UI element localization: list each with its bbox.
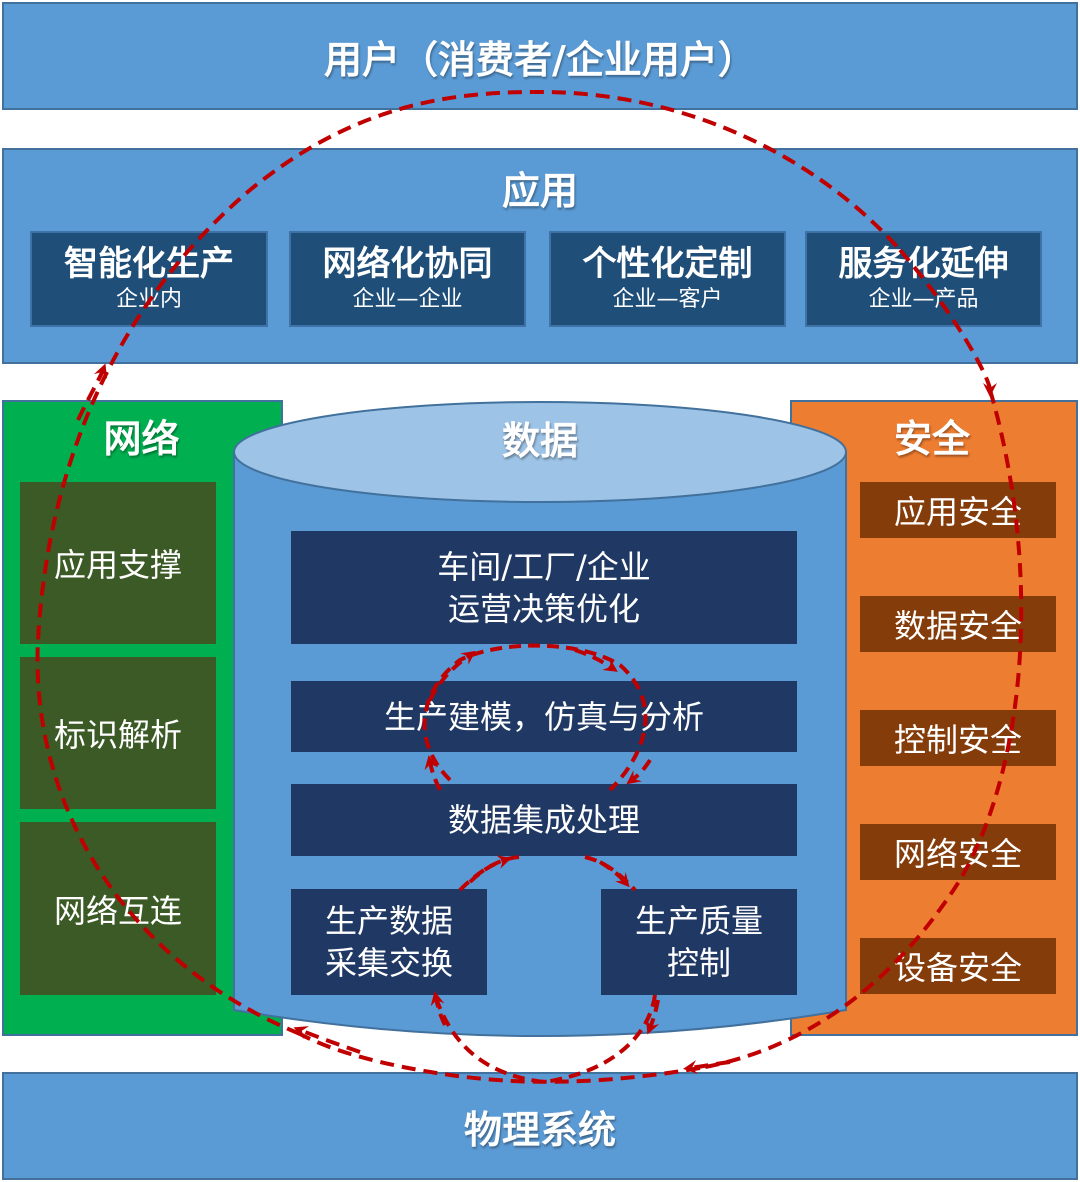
physical-layer: 物理系统	[2, 1072, 1078, 1180]
data-box-line: 数据集成处理	[447, 801, 640, 839]
security-item-device: 设备安全	[860, 938, 1056, 994]
app-box-title: 网络化协同	[322, 244, 493, 284]
security-item-application: 应用安全	[860, 482, 1056, 538]
user-layer-title: 用户（消费者/企业用户）	[324, 37, 756, 82]
network-layer-header: 网络	[4, 410, 279, 461]
user-layer: 用户（消费者/企业用户）	[2, 2, 1078, 110]
security-item-label: 应用安全	[893, 493, 1022, 531]
security-layer-title: 安全	[893, 416, 970, 461]
security-item-label: 控制安全	[893, 721, 1022, 759]
app-box-title: 个性化定制	[582, 244, 753, 284]
network-item-label: 应用支撑	[53, 546, 182, 584]
data-box-integration: 数据集成处理	[291, 784, 797, 856]
app-box-service-extension: 服务化延伸 企业—产品	[805, 231, 1042, 327]
data-box-line: 生产数据	[324, 902, 453, 940]
data-box-collection-exchange: 生产数据 采集交换	[291, 889, 487, 995]
data-box-operation-decision: 车间/工厂/企业 运营决策优化	[291, 531, 797, 644]
app-box-title: 智能化生产	[64, 244, 234, 284]
data-box-line: 运营决策优化	[447, 589, 640, 628]
app-box-subtitle: 企业—企业	[352, 287, 463, 312]
data-layer-title: 数据	[501, 418, 578, 463]
application-layer-title: 应用	[501, 168, 578, 213]
app-box-smart-production: 智能化生产 企业内	[30, 231, 268, 327]
security-item-control: 控制安全	[860, 710, 1056, 766]
app-box-personalized-customization: 个性化定制 企业—客户	[549, 231, 786, 327]
security-item-label: 网络安全	[893, 835, 1022, 873]
physical-layer-title: 物理系统	[463, 1107, 616, 1152]
data-box-line: 采集交换	[324, 944, 453, 982]
app-box-subtitle: 企业内	[115, 287, 182, 312]
data-box-line: 车间/工厂/企业	[437, 547, 651, 586]
data-box-line: 生产建模，仿真与分析	[383, 697, 704, 736]
security-item-data: 数据安全	[860, 596, 1056, 652]
app-box-title: 服务化延伸	[838, 244, 1009, 284]
security-item-label: 设备安全	[893, 949, 1022, 987]
network-item-application-support: 应用支撑	[20, 482, 216, 644]
app-box-networked-collaboration: 网络化协同 企业—企业	[289, 231, 526, 327]
data-box-line: 控制	[666, 944, 731, 982]
data-box-modeling-simulation: 生产建模，仿真与分析	[291, 681, 797, 752]
data-box-quality-control: 生产质量 控制	[601, 889, 797, 995]
security-item-label: 数据安全	[893, 607, 1022, 645]
network-item-interconnection: 网络互连	[20, 822, 216, 995]
application-layer-header: 应用	[4, 162, 1076, 213]
network-item-label: 网络互连	[53, 891, 182, 930]
network-item-label: 标识解析	[53, 716, 182, 754]
security-layer-header: 安全	[832, 410, 1032, 461]
network-layer-title: 网络	[103, 416, 180, 461]
data-layer-header: 数据	[440, 412, 640, 463]
app-box-subtitle: 企业—客户	[612, 287, 723, 312]
network-item-identifier-resolution: 标识解析	[20, 657, 216, 809]
app-box-subtitle: 企业—产品	[868, 287, 979, 312]
security-item-network: 网络安全	[860, 824, 1056, 880]
data-box-line: 生产质量	[634, 902, 763, 940]
